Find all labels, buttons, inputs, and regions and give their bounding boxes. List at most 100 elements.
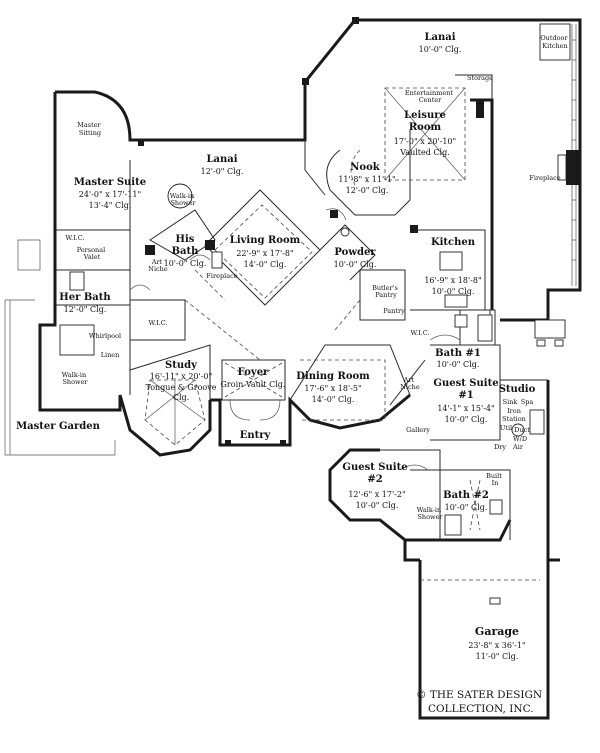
study-ceiling-outline — [144, 379, 206, 446]
column — [205, 240, 215, 250]
master-suite-dims: 24'-0" x 17'-11" — [79, 190, 141, 199]
wall-living-room — [204, 189, 321, 306]
powder-door[interactable] — [325, 208, 347, 221]
kitchen-island — [439, 251, 463, 271]
entertainment-center-line: Center — [419, 96, 442, 104]
entry-label: Entry — [240, 430, 272, 441]
studio-label: Studio — [499, 384, 536, 395]
wall-dining — [289, 344, 411, 401]
wic-master-label: W.I.C. — [65, 234, 84, 242]
utility-air-label: Air — [512, 443, 524, 451]
washer-dryer — [529, 409, 545, 435]
guest-suite2-name-2: #2 — [367, 474, 382, 485]
patio-table — [534, 319, 566, 339]
fireplace-living-label: Fireplace — [206, 272, 237, 280]
bath1-door[interactable] — [429, 334, 461, 341]
study-ceiling-rays — [144, 378, 206, 445]
kitchen-range — [444, 294, 468, 308]
garage-marker — [489, 597, 501, 605]
outdoor-kitchen-label: Outdoor Kitchen — [540, 34, 569, 50]
copyright-line-1: © THE SATER DESIGN — [416, 689, 542, 701]
master-wic-door[interactable] — [129, 284, 151, 291]
art-niche-1-label: Art Niche — [148, 258, 168, 273]
linen-label: Linen — [101, 351, 120, 359]
walk-in-shower-line: Walk-in — [62, 371, 86, 379]
guest-suite1-name-2: #1 — [458, 390, 473, 401]
outdoor-kitchen-counter — [539, 23, 571, 61]
lanai-mid-ceiling: 12'-0" Clg. — [201, 167, 244, 176]
master-sitting-label: Master Sitting — [77, 121, 103, 137]
leisure-vault-diagonals — [384, 87, 466, 181]
living-ceiling-outline — [214, 204, 313, 299]
bath2-door[interactable] — [399, 464, 429, 471]
pantry-label: Pantry — [383, 307, 405, 315]
garden-fence — [4, 239, 116, 456]
whirlpool-surround — [59, 324, 95, 356]
columns — [138, 17, 484, 446]
master-sitting-line: Sitting — [79, 129, 101, 137]
wall-wic2 — [130, 299, 186, 341]
patio-chair — [536, 339, 546, 347]
utility-station-label: Station — [502, 415, 526, 423]
art-niche-line: Niche — [148, 265, 168, 273]
utility-sink — [511, 423, 525, 437]
garden-wall — [4, 299, 116, 456]
utility-spa-label: Spa — [521, 398, 534, 406]
butlers-pantry-label: Butler's Pantry — [372, 284, 400, 299]
wall-west — [38, 92, 122, 412]
column — [330, 210, 338, 218]
entertainment-center-label: Entertainment Center — [405, 89, 455, 104]
wall-nook — [326, 130, 411, 216]
walk-in-shower-line: Walk-in — [417, 506, 441, 514]
dining-room-name: Dining Room — [296, 371, 370, 382]
bath1-shower — [477, 314, 493, 342]
study-ceiling-1: Tongue & Groove — [146, 383, 217, 392]
kitchen-name: Kitchen — [431, 237, 476, 248]
utility-wd-label: W/D — [513, 435, 527, 443]
his-bath-name-2: Bath — [172, 246, 200, 257]
wall-storage — [455, 74, 493, 100]
utility-iron-label: Iron — [507, 407, 521, 415]
butlers-pantry-line: Butler's — [372, 284, 398, 292]
built-in-line: Built — [486, 472, 502, 480]
lanai-mid-name: Lanai — [206, 154, 237, 165]
built-in-line: In — [492, 479, 499, 487]
walk-in-shower-round — [167, 183, 193, 209]
master-garden-label: Master Garden — [16, 421, 101, 432]
walk-in-shower-master-label: Walk-in Shower — [170, 192, 197, 207]
utility-sink-label: Sink — [503, 398, 518, 406]
bath1-toilet — [454, 314, 468, 328]
column — [410, 225, 418, 233]
personal-valet-line: Valet — [83, 253, 101, 261]
lanai-top-name: Lanai — [424, 32, 455, 43]
personal-valet-line: Personal — [77, 246, 105, 254]
outdoor-kitchen-label-line: Outdoor — [540, 34, 568, 42]
fireplace-hearth — [566, 150, 580, 185]
dining-room-ceiling: 14'-0" Clg. — [312, 395, 355, 404]
wall-guest2 — [328, 448, 420, 562]
toilet-her-bath — [69, 271, 85, 291]
utility-util-label: Util — [500, 424, 512, 432]
his-bath-door[interactable] — [189, 254, 211, 261]
guest-suite1-name-1: Guest Suite — [433, 378, 498, 389]
bath2-toilet — [489, 499, 503, 515]
guest-suite1-ceiling: 10'-0" Clg. — [445, 415, 488, 424]
garage-name: Garage — [475, 625, 519, 638]
bath2-name: Bath #2 — [443, 490, 489, 501]
his-bath-name-1: His — [176, 234, 195, 245]
wic-2-label: W.I.C. — [148, 319, 167, 327]
walk-in-shower-line: Shower — [417, 513, 443, 521]
fireplace-right-label: Fireplace — [529, 174, 560, 182]
entry-double-door[interactable] — [229, 399, 281, 421]
dining-ceiling-outline — [300, 359, 386, 421]
nook-name: Nook — [350, 162, 380, 173]
living-room-name: Living Room — [230, 235, 301, 246]
column — [145, 245, 155, 255]
leisure-room-dims: 17'-0" x 20'-10" — [394, 137, 456, 146]
toilet-his-bath — [211, 251, 223, 269]
wall-master-sitting — [55, 90, 160, 142]
column — [225, 440, 231, 446]
wall-lanai-mid — [304, 140, 326, 196]
art-niche-line: Art — [151, 258, 163, 266]
